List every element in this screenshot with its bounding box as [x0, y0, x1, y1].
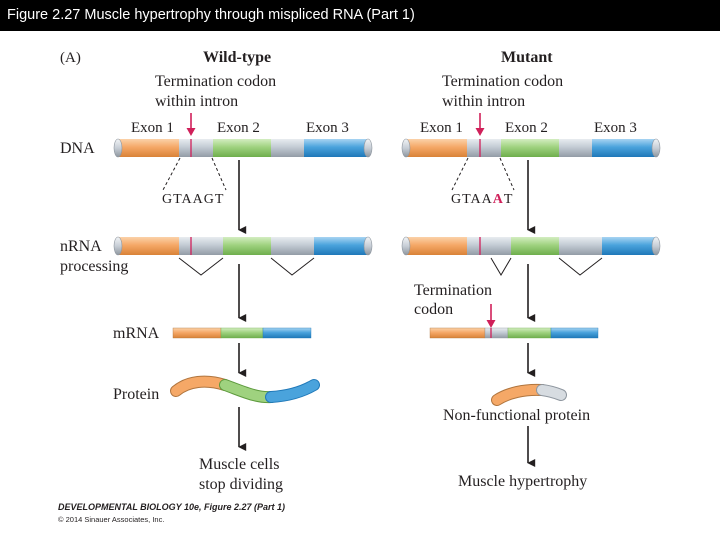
wild-outcome-line1: Muscle cells [199, 456, 279, 473]
wild-termination-annotation-line2: within intron [155, 93, 238, 110]
mutant-dna-exon3 [592, 139, 656, 157]
wild-mrna-exon1 [172, 327, 222, 339]
wild-nrna-exon1 [118, 237, 179, 255]
mutant-dna-strand [401, 138, 661, 158]
wild-nrna-exon2 [223, 237, 271, 255]
mutant-splice-prefix: GTAA [451, 192, 493, 207]
wild-exon1-label: Exon 1 [131, 120, 174, 136]
wild-splice-arc-1 [178, 257, 224, 276]
figure-citation: DEVELOPMENTAL BIOLOGY 10e, Figure 2.27 (… [58, 502, 286, 512]
mutant-heading: Mutant [501, 49, 553, 66]
mutant-splice-sequence: GTAAAT [451, 192, 513, 207]
wild-exon3-label: Exon 3 [306, 120, 349, 136]
mutant-splice-suffix: T [504, 192, 514, 207]
mutant-dna-exon1 [406, 139, 467, 157]
copyright-notice: © 2014 Sinauer Associates, Inc. [58, 515, 165, 524]
panel-label: (A) [60, 50, 81, 66]
mutant-exon3-label: Exon 3 [594, 120, 637, 136]
mutant-mrna-termination-arrow [486, 304, 496, 328]
wild-splice-dash-left [162, 157, 181, 191]
mutant-termination-codon-line2: codon [414, 301, 453, 318]
mutant-splice-dash-left [451, 157, 469, 191]
mutant-dna-right-cap [651, 138, 661, 158]
diagram-canvas: (A) Wild-type Mutant Termination codon w… [60, 49, 661, 493]
mutant-protein-ribbon [491, 383, 567, 406]
wild-protein-blue [266, 380, 319, 402]
mutant-mrna-strand [429, 327, 599, 339]
wild-termination-arrow [186, 113, 196, 136]
wild-mrna-exon3 [262, 327, 312, 339]
mutant-nrna-left-cap [401, 236, 411, 256]
wild-mrna-exon2 [220, 327, 264, 339]
dna-row-label: DNA [60, 140, 95, 157]
mutant-mrna-exon1 [429, 327, 486, 339]
mutant-nrna-exon1 [406, 237, 467, 255]
mutant-splice-arc-1 [490, 257, 512, 276]
mutant-dna-intron1 [467, 139, 501, 157]
nrna-processing-label: processing [60, 258, 128, 275]
wild-protein-orange [171, 376, 230, 396]
nrna-row-label: nRNA [60, 238, 102, 255]
mutant-dna-intron2 [559, 139, 592, 157]
mutant-splice-dash-right [499, 157, 515, 191]
mutant-nrna-exon3 [602, 237, 656, 255]
wild-nrna-strand [113, 236, 373, 256]
wild-dna-exon2 [213, 139, 271, 157]
non-functional-protein-label: Non-functional protein [443, 407, 590, 424]
wild-mrna-strand [172, 327, 312, 339]
mutant-nrna-intron2 [559, 237, 602, 255]
wild-outcome-line2: stop dividing [199, 476, 283, 493]
wild-nrna-intron1 [179, 237, 223, 255]
wild-splice-arc-2 [270, 257, 315, 276]
wild-exon2-label: Exon 2 [217, 120, 260, 136]
mutant-exon1-label: Exon 1 [420, 120, 463, 136]
wild-nrna-exon3 [314, 237, 368, 255]
mutant-splice-mutation: A [493, 192, 504, 207]
wild-nrna-intron2 [271, 237, 314, 255]
wild-dna-exon1 [118, 139, 179, 157]
wild-dna-intron1 [179, 139, 213, 157]
wild-protein-ribbon [170, 375, 320, 404]
wild-splice-dash-right [211, 157, 227, 191]
wild-nrna-left-cap [113, 236, 123, 256]
mutant-mrna-exon3 [550, 327, 599, 339]
protein-row-label: Protein [113, 386, 159, 403]
wild-type-heading: Wild-type [203, 49, 271, 66]
mutant-protein-gray [537, 385, 566, 400]
mutant-exon2-label: Exon 2 [505, 120, 548, 136]
mutant-nrna-exon2 [511, 237, 559, 255]
wild-nrna-right-cap [363, 236, 373, 256]
mutant-outcome: Muscle hypertrophy [458, 473, 587, 490]
wild-termination-annotation-line1: Termination codon [155, 73, 276, 90]
wild-dna-strand [113, 138, 373, 158]
wild-dna-left-cap [113, 138, 123, 158]
mutant-termination-arrow [475, 113, 485, 136]
mutant-mrna-exon2 [507, 327, 552, 339]
figure-title: Figure 2.27 Muscle hypertrophy through m… [0, 0, 720, 31]
mutant-dna-exon2 [501, 139, 559, 157]
wild-dna-exon3 [304, 139, 368, 157]
mutant-nrna-strand [401, 236, 661, 256]
mutant-dna-left-cap [401, 138, 411, 158]
mutant-termination-codon-line1: Termination [414, 282, 492, 299]
wild-dna-right-cap [363, 138, 373, 158]
mutant-nrna-intron1 [467, 237, 511, 255]
mrna-row-label: mRNA [113, 325, 160, 342]
mutant-termination-annotation-line1: Termination codon [442, 73, 563, 90]
wild-dna-intron2 [271, 139, 304, 157]
mutant-splice-arc-2 [558, 257, 603, 276]
mutant-mrna-intron-fragment [484, 327, 509, 339]
mutant-termination-annotation-line2: within intron [442, 93, 525, 110]
mutant-nrna-right-cap [651, 236, 661, 256]
wild-splice-sequence: GTAAGT [162, 192, 224, 207]
